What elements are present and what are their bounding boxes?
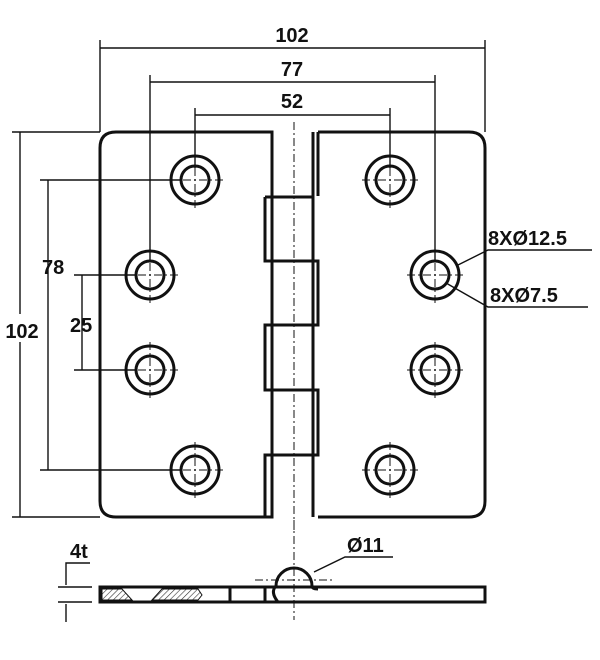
hole-circle — [419, 354, 451, 386]
dim-label-52: 52 — [281, 91, 303, 113]
thickness-label: 4t — [70, 541, 88, 563]
dimension-25: 25 — [70, 274, 135, 371]
dimension-52: 52 — [194, 91, 391, 168]
dimension-102-vertical: 102 — [2, 131, 100, 518]
left-leaf — [98, 130, 274, 519]
dim-label-25: 25 — [70, 315, 92, 337]
callout-countersink-label: 8XØ12.5 — [488, 228, 567, 250]
dimension-77: 77 — [149, 59, 436, 262]
dim-label-102: 102 — [275, 25, 308, 47]
right-leaf — [318, 130, 487, 519]
dim-label-102-vertical: 102 — [5, 321, 38, 343]
countersunk-hole — [407, 342, 463, 398]
callout-hole-label: 8XØ7.5 — [490, 285, 558, 307]
hole-circle — [179, 454, 211, 486]
hole-circle — [374, 454, 406, 486]
dimension-78: 78 — [40, 179, 180, 471]
dim-label-77: 77 — [281, 59, 303, 81]
dimension-102-horizontal: 102 — [99, 25, 486, 132]
callout-countersink: 8XØ12.5 — [455, 228, 592, 267]
dim-label-78: 78 — [42, 257, 64, 279]
knuckle — [263, 122, 320, 530]
hole-circle — [134, 354, 166, 386]
side-view: Ø11 4t — [58, 520, 487, 622]
callout-hole: 8XØ7.5 — [445, 282, 588, 308]
knuckle-diameter-label: Ø11 — [347, 535, 384, 557]
countersunk-hole — [362, 442, 418, 498]
